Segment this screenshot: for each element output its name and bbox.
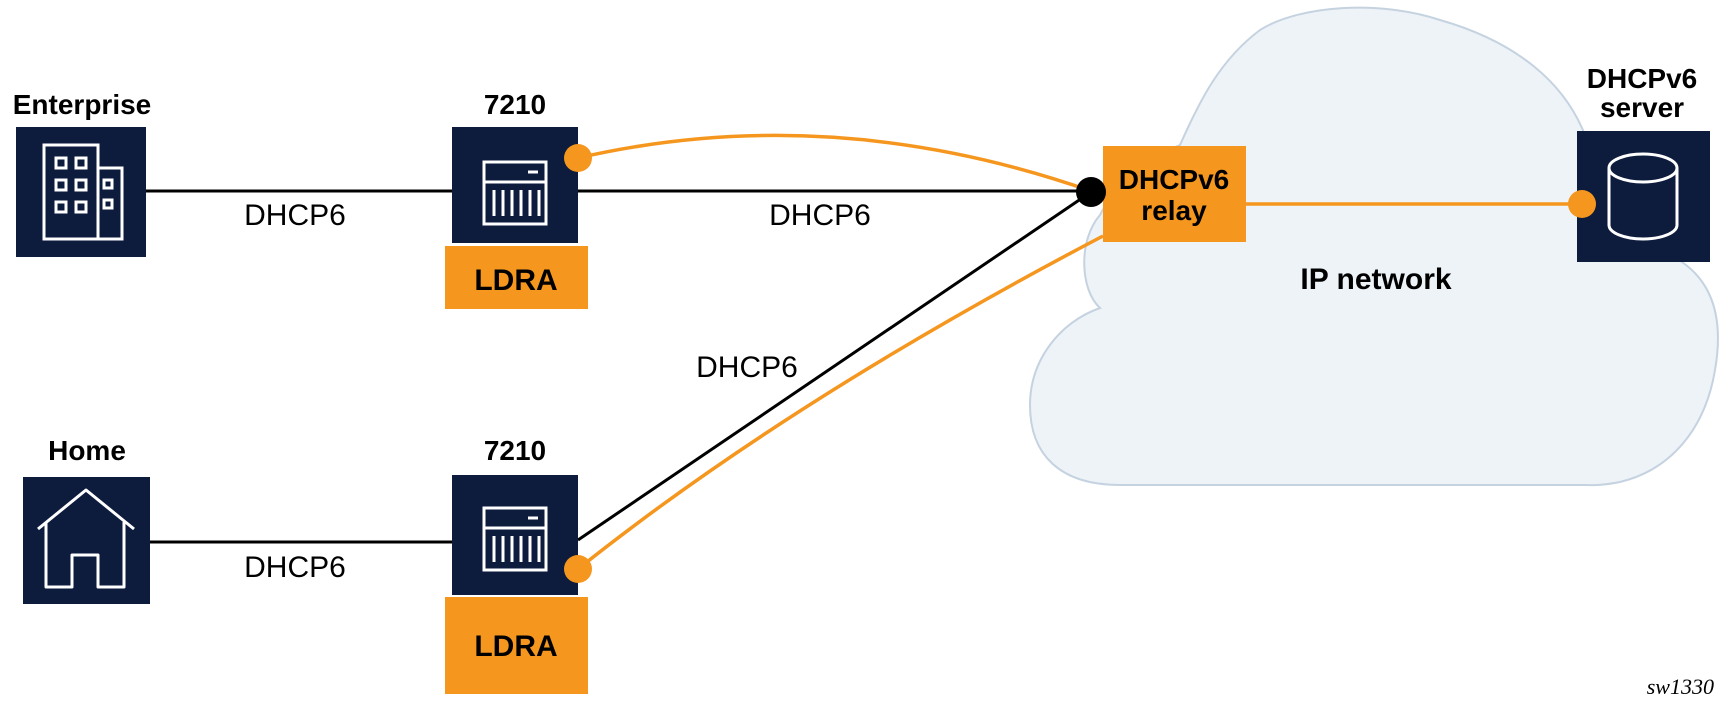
enterprise-label: Enterprise [13,89,152,120]
ldra-badge-top [445,246,588,309]
home-label: Home [48,435,126,466]
database-icon [1607,152,1679,241]
link-label-switch-bottom: DHCP6 [696,351,798,384]
link-switch-bottom-relay [577,190,1092,542]
ip-network-label: IP network [1300,263,1451,296]
switch-bottom-box [452,475,578,595]
home-box [23,477,150,604]
server-box [1577,131,1710,262]
ldra-label-top: LDRA [474,264,557,297]
switch-top-icon [482,160,548,226]
building-icon [42,143,124,241]
relay-port-dot [1076,177,1106,207]
switch-top-box [452,127,578,243]
house-icon [37,488,135,589]
figure-id: sw1330 [1647,674,1714,699]
relay-label-line2: relay [1141,195,1207,226]
switch-top-label: 7210 [484,89,546,120]
orange-path-bottom [576,234,1104,571]
switch-bottom-icon [482,506,548,572]
enterprise-box [16,127,146,257]
ldra-badge-bottom [445,597,588,694]
ip-network-cloud [1028,6,1719,487]
server-label-line1: DHCPv6 [1587,63,1697,94]
relay-label-line1: DHCPv6 [1119,164,1229,195]
port-dot-bottom [564,555,592,583]
server-label-line2: server [1600,92,1684,123]
ldra-label-bottom: LDRA [474,630,557,663]
switch-bottom-label: 7210 [484,435,546,466]
server-port-dot [1568,190,1596,218]
link-label-enterprise: DHCP6 [244,199,346,232]
link-label-switch-top: DHCP6 [769,199,871,232]
relay-box [1103,146,1246,242]
orange-path-top [577,133,1092,193]
port-dot-top [564,144,592,172]
link-label-home: DHCP6 [244,551,346,584]
